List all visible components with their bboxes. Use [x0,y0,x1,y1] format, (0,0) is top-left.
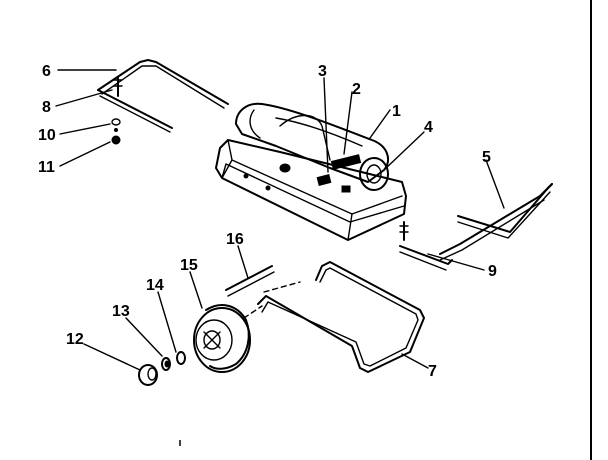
heater-base-top-edge [227,139,403,215]
screw-9 [399,221,409,241]
heater-body [215,102,407,241]
front-handle-outer [457,183,553,233]
callout-7: 7 [428,363,437,380]
hub-cap-12-inner [147,367,157,381]
front-handle-arm-inner [439,199,545,261]
callout-1: 1 [392,103,401,120]
callout-13: 13 [112,303,130,320]
knob [316,174,332,186]
callout-15: 15 [180,257,198,274]
wheel-frame-outer [257,261,425,373]
heater-detail-box [341,185,351,193]
callout-14: 14 [146,277,164,294]
wheel-tire-outer [193,307,251,373]
callout-12: 12 [66,331,84,348]
wheel-frame-dashed [263,281,301,293]
wheel-frame-dashed-2 [243,305,263,319]
callout-9: 9 [488,263,497,280]
callout-2: 2 [352,81,361,98]
heater-hood-seam [249,109,261,139]
leader-lines [55,69,505,371]
wheel-frame-inner [261,267,419,367]
nut-11 [111,135,121,145]
callout-4: 4 [424,119,433,136]
callout-3: 3 [318,63,327,80]
control-panel [330,154,362,170]
heater-rivet [243,173,249,179]
callout-16: 16 [226,231,244,248]
washer-14 [176,351,186,365]
wheel-tire-side [205,304,250,370]
callout-8: 8 [42,99,51,116]
wheel-rim [195,319,233,361]
callout-11: 11 [38,159,55,176]
washer-10-dot [114,128,118,132]
rear-handle-lower-inner [99,95,171,133]
front-handle-arm [439,183,553,255]
hub-cap-12 [138,364,158,386]
rear-handle-lower [97,89,173,129]
heater-hood-curve [275,117,363,147]
front-handle [399,183,553,271]
heater-base-bottom-edge [221,159,233,179]
heater-base-front-edge [347,213,353,241]
push-nut-13-inner [164,360,170,368]
screw-8 [113,77,123,97]
push-nut-13 [161,357,171,371]
callout-5: 5 [482,149,491,166]
front-handle-bracket-inner [399,251,447,271]
heater-rivet [265,185,271,191]
rear-handle-top [97,59,229,105]
heater-base-inner-edge [221,163,405,223]
wheel-spoke [203,331,221,349]
wheel-hub [203,330,221,350]
heater-tube [279,114,331,161]
heater-hood [235,102,389,183]
outlet-guard [359,157,389,191]
heater-base-outline [215,139,407,241]
wheel [193,304,251,373]
washer-10 [111,118,121,126]
heater-foot [279,163,291,173]
front-handle-bracket [399,245,453,265]
callout-6: 6 [42,63,51,80]
callout-labels: 1 2 3 4 5 6 7 8 9 10 11 12 13 14 15 16 [38,63,497,380]
outlet-guard-inner [366,164,382,184]
wheel-frame [243,261,425,373]
callout-10: 10 [38,127,56,144]
axle [225,265,275,297]
front-handle-inner [457,191,551,239]
rear-handle [97,59,229,133]
